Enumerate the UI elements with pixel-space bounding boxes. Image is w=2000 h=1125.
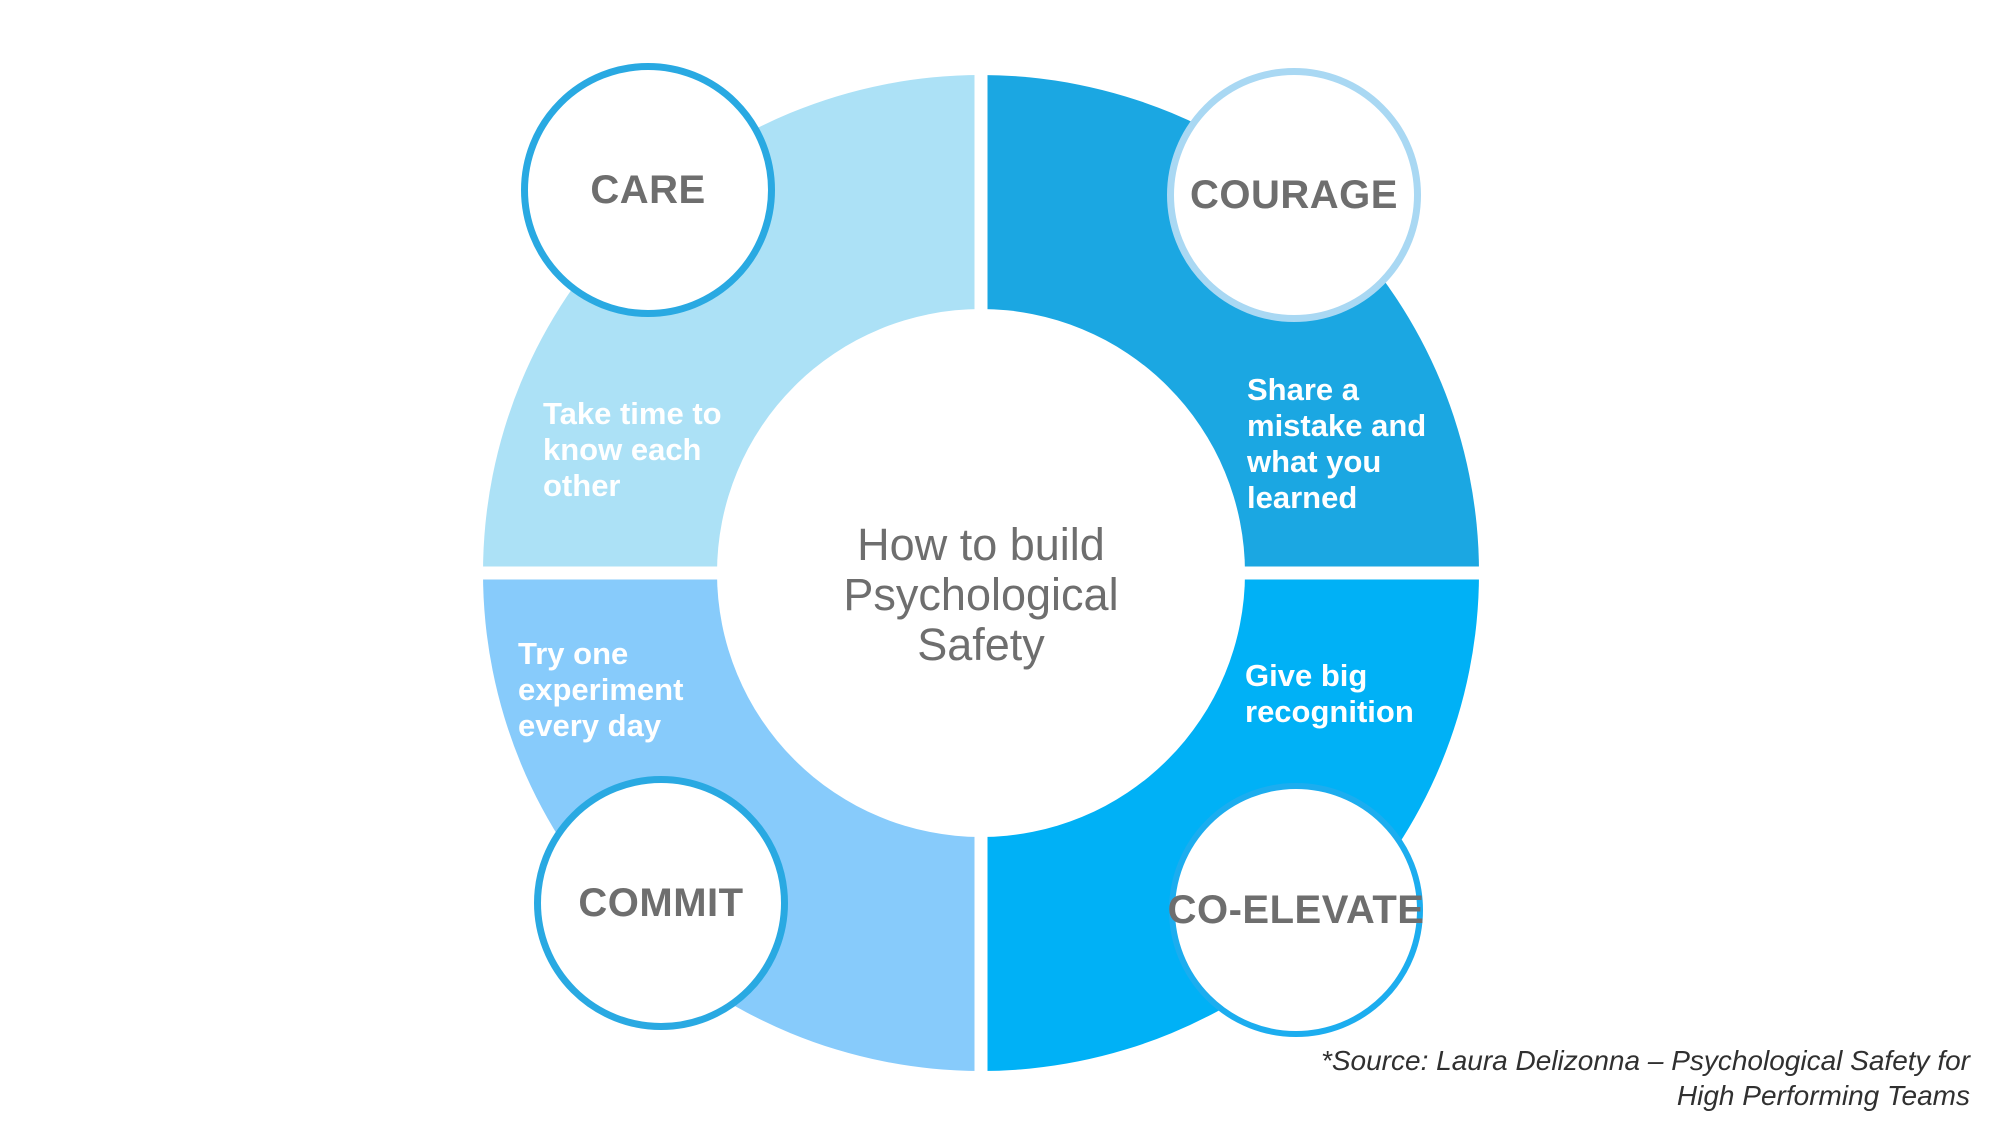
co-elevate-tip-text: Give big recognition [1245, 658, 1414, 729]
commit-circle: COMMIT [534, 776, 788, 1030]
center-title: How to build Psychological Safety [843, 519, 1119, 670]
care-tip-text: Take time to know each other [543, 396, 722, 503]
courage-tip-text: Share a mistake and what you learned [1247, 372, 1427, 515]
courage-label: COURAGE [1190, 172, 1398, 217]
courage-circle: COURAGE [1167, 68, 1421, 322]
co-elevate-circle: CO-ELEVATE [1167, 783, 1425, 1037]
care-circle: CARE [521, 63, 775, 317]
donut-hole [717, 309, 1245, 837]
co-elevate-label: CO-ELEVATE [1167, 887, 1425, 932]
commit-tip-text: Try one experiment every day [518, 636, 684, 743]
source-attribution: *Source: Laura Delizonna – Psychological… [1320, 1045, 1970, 1111]
commit-label: COMMIT [578, 880, 744, 925]
care-label: CARE [590, 167, 706, 212]
